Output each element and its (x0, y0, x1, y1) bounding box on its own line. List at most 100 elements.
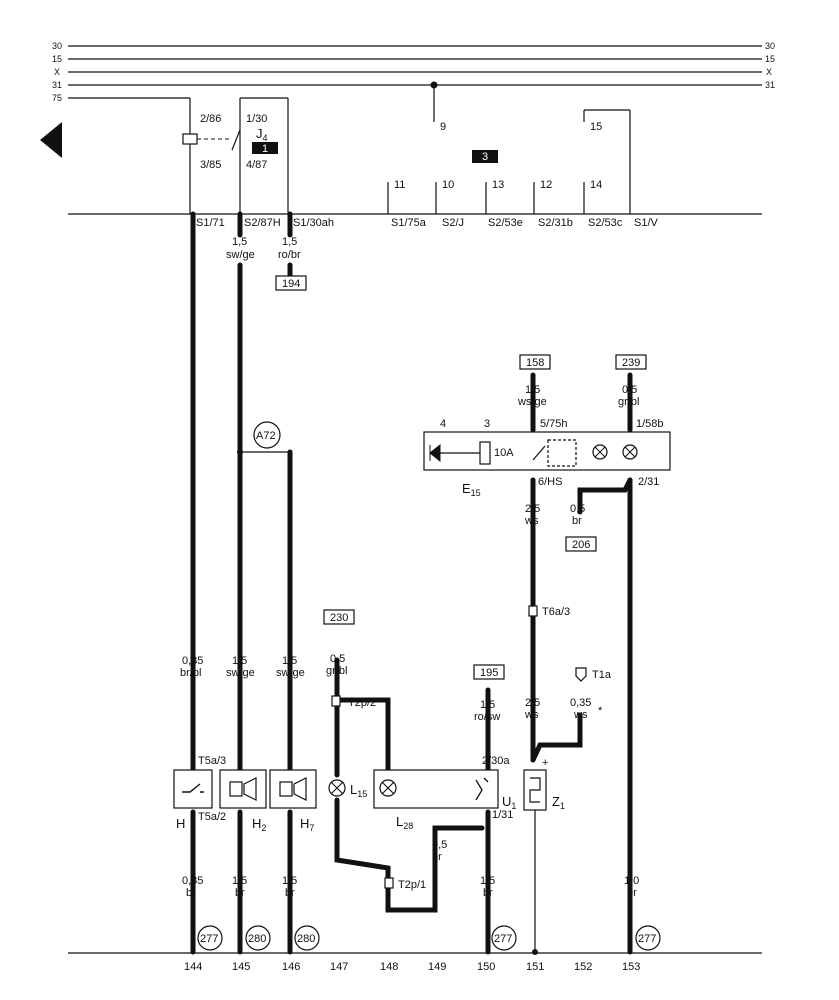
wire-size: 0,5 (622, 384, 637, 396)
connector-t6a3: T6a/3 (542, 606, 570, 618)
relay-pin-385: 3/85 (200, 159, 221, 171)
wire-size: 0,5 (570, 503, 585, 515)
top-connectors: 9 15 11 10 13 12 14 (387, 85, 631, 214)
wire-size: 0,5 (330, 653, 345, 665)
terminal-s1-75a: S1/75a (391, 217, 427, 229)
component-h: T5a/3 T5a/2 H (173, 755, 226, 831)
relay-badge (252, 142, 278, 154)
wire-color: br/bl (180, 667, 201, 679)
fuse-label: 10A (494, 447, 514, 459)
terminal-s1-71: S1/71 (196, 217, 225, 229)
connector-13: 13 (492, 179, 504, 191)
column-number: 149 (428, 961, 446, 973)
wire-size: 0,5 (432, 839, 447, 851)
terminal-s2-53e: S2/53e (488, 217, 523, 229)
connector-icon (331, 695, 341, 707)
wire-color: ws (524, 515, 539, 527)
wire-color: ws/ge (517, 396, 547, 408)
ground-ref-277 (197, 925, 223, 951)
rail-label-x-right: X (766, 67, 772, 77)
thick-wires (190, 211, 633, 955)
connector-14: 14 (590, 179, 602, 191)
column-number: 152 (574, 961, 592, 973)
ref-195-label: 195 (480, 667, 498, 679)
rail-label-30-left: 30 (52, 41, 62, 51)
switch-icon (182, 783, 204, 793)
wire-color: br (627, 887, 637, 899)
e15-pin-6hs: 6/HS (538, 476, 562, 488)
relay-pin-130: 1/30 (246, 113, 267, 125)
lamp-l15: L15 (328, 779, 367, 799)
wire-size: 1,5 (525, 384, 540, 396)
wire-size: 1,0 (624, 875, 639, 887)
wire-color: ws (524, 709, 539, 721)
ground-ref-label: 277 (200, 933, 218, 945)
rail-label-x-left: X (54, 67, 60, 77)
connector-icon (384, 877, 394, 889)
splice-a72 (253, 421, 281, 449)
column-number: 145 (232, 961, 250, 973)
ground-ref-277 (635, 925, 661, 951)
wire-color: ro/br (278, 249, 301, 261)
wire-size: 1,5 (282, 236, 297, 248)
wire-color: ws (573, 709, 588, 721)
power-rails: 30 15 X 31 75 30 15 X 31 (52, 41, 775, 103)
component-h2-label: H2 (252, 816, 266, 833)
z1-plus: + (542, 757, 548, 769)
wire-size: 0,35 (182, 655, 203, 667)
wire-color: gr/bl (618, 396, 639, 408)
wire-size: 2,5 (525, 503, 540, 515)
ref-box-206 (565, 536, 597, 552)
wire-color: br (186, 887, 196, 899)
ref-194-label: 194 (282, 278, 300, 290)
heater-z1-label: Z1 (552, 794, 565, 811)
wire-size: 0,35 (570, 697, 591, 709)
lamp-l15-label: L15 (350, 782, 367, 799)
heater-z1: + Z1 (523, 757, 565, 811)
ref-box-230 (323, 609, 355, 625)
rail-label-30-right: 30 (765, 41, 775, 51)
wire-color: br (285, 887, 295, 899)
wire-size: 1,5 (232, 655, 247, 667)
wire-size: 1,5 (232, 875, 247, 887)
wire-size: 0,35 (182, 875, 203, 887)
component-h7: H7 (269, 769, 317, 833)
terminal-s1-v: S1/V (634, 217, 659, 229)
ref-230-label: 230 (330, 612, 348, 624)
column-number: 148 (380, 961, 398, 973)
badge-3-label: 3 (482, 151, 488, 163)
column-number: 151 (526, 961, 544, 973)
ref-158-label: 158 (526, 357, 544, 369)
connector-t5a2: T5a/2 (198, 811, 226, 823)
relay-pin-286: 2/86 (200, 113, 221, 125)
horn-icon (279, 781, 293, 797)
ground-refs: 277 280 280 277 277 (197, 925, 661, 951)
ref-206-label: 206 (572, 539, 590, 551)
ground-ref-280 (245, 925, 271, 951)
terminal-s1-30ah: S1/30ah (293, 217, 334, 229)
terminal-s2-j: S2/J (442, 217, 464, 229)
rail-label-15-left: 15 (52, 54, 62, 64)
horn-h2-housing (219, 769, 267, 809)
relay-coil (182, 133, 198, 145)
wire-size: 2,5 (525, 697, 540, 709)
rail-label-31-right: 31 (765, 80, 775, 90)
e15-name: E15 (462, 481, 481, 498)
terminal-s2-53c: S2/53c (588, 217, 623, 229)
ref-239-label: 239 (622, 357, 640, 369)
ground-ref-label: 280 (297, 933, 315, 945)
column-numbers: 144 145 146 147 148 149 150 151 152 153 (184, 961, 640, 973)
ground-ref-277 (491, 925, 517, 951)
unit-u1: L28 U1 2/30a 1/31 (373, 755, 516, 831)
column-number: 150 (477, 961, 495, 973)
wire-size: 1,5 (480, 875, 495, 887)
connector-icon (575, 667, 587, 682)
terminal-s2-87h: S2/87H (244, 217, 281, 229)
terminal-labels: S1/71 S2/87H S1/30ah S1/75a S2/J S2/53e … (196, 217, 659, 229)
e15-pin-3: 3 (484, 418, 490, 430)
wire-size: 1,5 (282, 655, 297, 667)
component-h-label: H (176, 816, 185, 831)
wire-color: br (572, 515, 582, 527)
wire-size: 1,5 (282, 875, 297, 887)
